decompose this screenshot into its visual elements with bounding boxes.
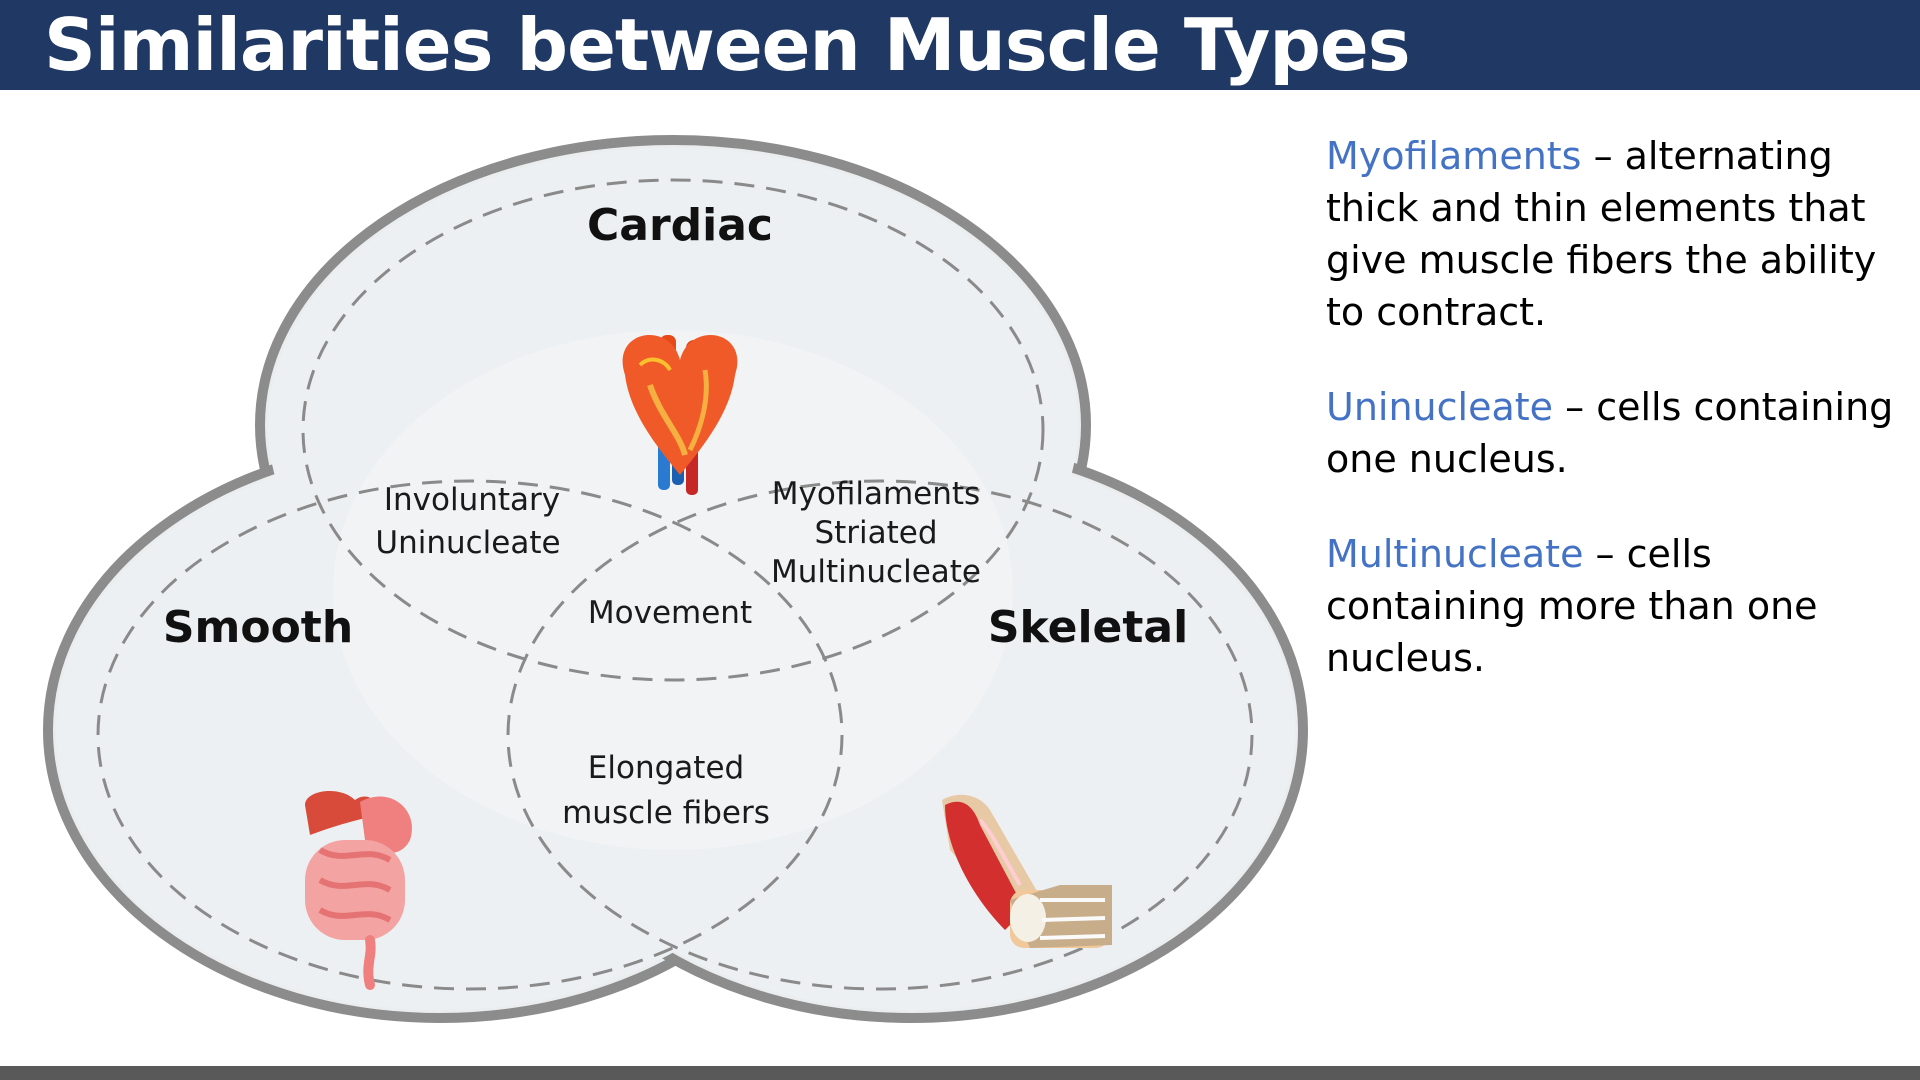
venn-diagram-svg: Cardiac Smooth Skeletal Involuntary Unin… — [43, 135, 1308, 1023]
overlap-label: Movement — [588, 595, 752, 631]
title-bar: Similarities between Muscle Types — [0, 0, 1920, 90]
digestive-organs-icon — [305, 790, 412, 990]
overlap-label: muscle fibers — [562, 795, 770, 831]
definition-text: – alternating thick and thin elements th… — [1326, 134, 1877, 334]
arm-muscle-icon — [942, 794, 1112, 948]
slide-title: Similarities between Muscle Types — [44, 3, 1411, 87]
overlap-label: Myofilaments — [772, 476, 980, 512]
definition-text: – cells containing one nucleus. — [1326, 385, 1894, 481]
overlap-label: Uninucleate — [375, 525, 560, 561]
overlap-label: Involuntary — [384, 482, 560, 518]
definition-term: Myofilaments — [1326, 134, 1582, 178]
definition-text: – cells containing more than one nucleus… — [1326, 532, 1818, 680]
cardiac-set-circle — [301, 178, 1045, 682]
venn-outer-boundary — [43, 135, 1308, 1023]
heart-icon — [622, 334, 738, 495]
skeletal-label: Skeletal — [988, 602, 1188, 653]
cardiac-label: Cardiac — [587, 200, 773, 251]
definition-multinucleate: Multinucleate – cells containing more th… — [1326, 528, 1906, 684]
footer-bar — [0, 1066, 1920, 1080]
smooth-label: Smooth — [163, 602, 353, 653]
venn-diagram: Cardiac Smooth Skeletal Involuntary Unin… — [0, 90, 1340, 1050]
definition-term: Uninucleate — [1326, 385, 1554, 429]
overlap-label: Elongated — [588, 750, 744, 786]
skeletal-set-circle — [506, 479, 1254, 991]
definition-term: Multinucleate — [1326, 532, 1584, 576]
overlap-label: Striated — [814, 515, 937, 551]
definition-myofilaments: Myofilaments – alternating thick and thi… — [1326, 130, 1906, 338]
smooth-set-circle — [96, 479, 844, 991]
overlap-label: Multinucleate — [771, 554, 981, 590]
definition-uninucleate: Uninucleate – cells containing one nucle… — [1326, 381, 1906, 485]
definitions-panel: Myofilaments – alternating thick and thi… — [1326, 130, 1906, 727]
